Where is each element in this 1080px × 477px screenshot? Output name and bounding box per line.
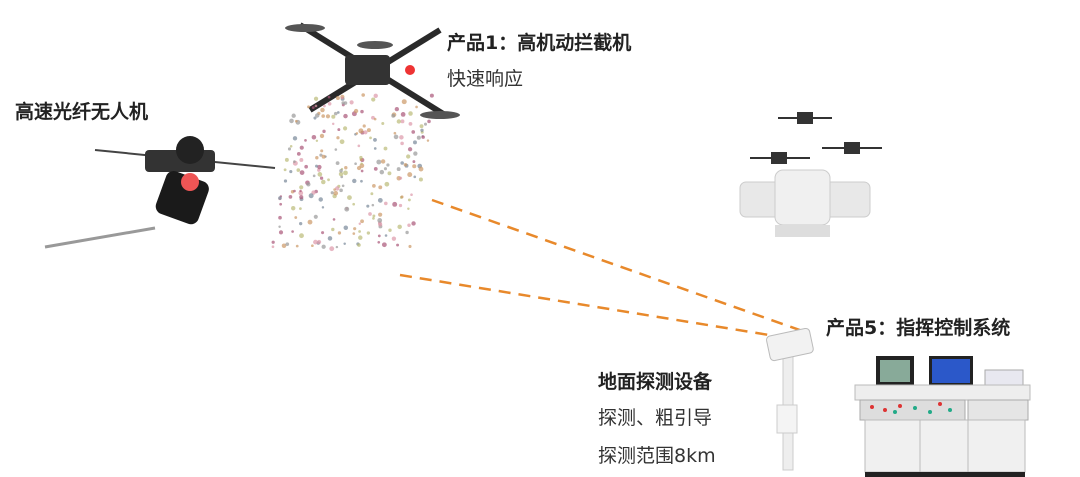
ground-equipment-title: 地面探测设备 <box>598 371 713 393</box>
command-console-image <box>854 356 1031 477</box>
detection-link-1 <box>431 198 809 335</box>
detection-link-2 <box>399 273 807 343</box>
net-cloud-image <box>271 93 434 252</box>
ground-equipment-desc-1: 探测、粗引导 <box>598 407 713 429</box>
interceptor-drone-image <box>285 22 460 119</box>
fiber-drone-title: 高速光纤无人机 <box>15 101 149 123</box>
product5-title: 产品5：指挥控制系统 <box>826 317 1011 339</box>
fiber-optic-drone-image <box>44 136 276 249</box>
drone-swarm-launcher-image <box>739 112 882 237</box>
product1-desc: 快速响应 <box>447 68 524 90</box>
ground-radar-image <box>766 327 814 471</box>
product1-title: 产品1：高机动拦截机 <box>447 32 632 54</box>
ground-equipment-desc-2: 探测范围8km <box>598 445 716 467</box>
